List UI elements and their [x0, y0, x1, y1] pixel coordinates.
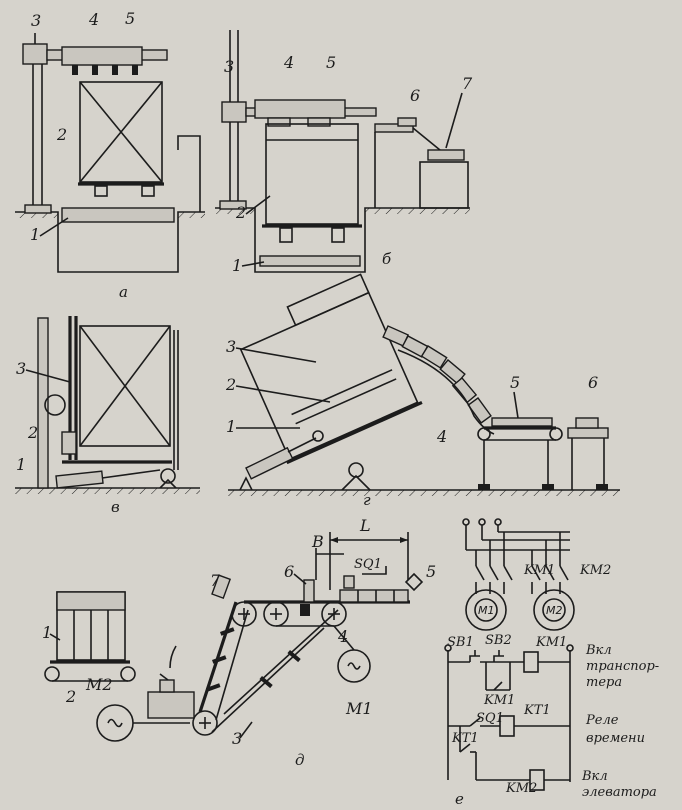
panel-g-label-5: 5	[510, 373, 520, 392]
panel-e: M1 M2 KM1 KM2 SB1 SB2 KM1 KM1 SQ1	[444, 518, 659, 808]
sensor-sq1-contact: SQ1	[476, 711, 504, 726]
elevator-coil-km2: KM2	[505, 781, 537, 796]
contactor-km2: KM2	[579, 563, 611, 578]
panel-a-label-1: 1	[30, 225, 40, 244]
panel-a-caption: а	[119, 283, 128, 301]
panel-a-label-5: 5	[125, 9, 135, 28]
note-elevator-1: Вкл	[581, 769, 608, 784]
panel-a-label-3: 3	[31, 11, 41, 30]
panel-b-label-5: 5	[326, 53, 336, 72]
note-timer-2: времени	[586, 731, 645, 746]
panel-v-label-2: 2	[27, 423, 38, 442]
panel-g-label-6: 6	[588, 373, 598, 392]
panel-g-label-2: 2	[225, 375, 236, 394]
motor-m1-label: M1	[345, 699, 373, 718]
panel-b-label-3: 3	[224, 57, 234, 76]
panel-d-label-6: 6	[284, 562, 294, 581]
contactor-km1: KM1	[523, 563, 555, 578]
panel-d-label-2: 2	[65, 687, 76, 706]
coil-km1: KM1	[535, 635, 567, 650]
circuit-motor-m1: M1	[478, 604, 495, 617]
panel-g-label-1: 1	[226, 417, 236, 436]
panel-v-label-1: 1	[16, 455, 26, 474]
button-sb2: SB2	[485, 633, 512, 648]
panel-d-label-3: 3	[232, 729, 242, 748]
circuit-motor-m2: M2	[546, 604, 563, 617]
panel-g: 3 2 1 4 5 6 г	[225, 273, 620, 509]
note-conveyor-1: Вкл	[585, 643, 612, 658]
sensor-sq1: SQ1	[354, 557, 382, 572]
panel-g-caption: г	[363, 491, 371, 509]
note-timer-1: Реле	[585, 713, 619, 728]
panel-v-label-3: 3	[16, 359, 26, 378]
panel-b-label-6: 6	[410, 86, 420, 105]
panel-a-label-2: 2	[56, 125, 67, 144]
panel-d-label-5: 5	[426, 562, 436, 581]
panel-g-label-4: 4	[436, 427, 447, 446]
panel-d-label-4: 4	[337, 627, 348, 646]
relay-contact-km1: KM1	[483, 693, 515, 708]
panel-b-label-4: 4	[283, 53, 294, 72]
panel-e-caption: е	[455, 790, 464, 808]
note-conveyor-2: транспор-	[586, 659, 659, 674]
panel-b-label-2: 2	[235, 203, 246, 222]
motor-m2-label: M2	[85, 675, 113, 694]
note-elevator-2: элеватора	[582, 785, 657, 800]
timer-coil-kt1: KT1	[523, 703, 551, 718]
panel-g-label-3: 3	[226, 337, 236, 356]
panel-d-caption: д	[295, 751, 305, 769]
panel-b: 3 4 5 6 7 2 1 б	[215, 30, 473, 275]
panel-b-caption: б	[382, 250, 392, 268]
timer-contact-kt1: KT1	[451, 731, 479, 746]
panel-d: L B SQ1 5 6 7 4 3 1 2 M2 M1 д	[42, 516, 436, 769]
panel-a: 3 4 5 2 1 а	[15, 9, 205, 301]
dimension-b: B	[311, 532, 324, 551]
dimension-l: L	[359, 516, 371, 535]
panel-d-label-1: 1	[42, 623, 52, 642]
panel-b-label-1: 1	[232, 256, 242, 275]
panel-v: 3 2 1 в	[15, 316, 200, 516]
panel-a-label-4: 4	[88, 10, 99, 29]
button-sb1: SB1	[447, 635, 474, 650]
panel-d-label-7: 7	[210, 571, 221, 590]
panel-v-caption: в	[111, 498, 120, 516]
panel-b-label-7: 7	[462, 74, 473, 93]
note-conveyor-3: тера	[586, 675, 622, 690]
